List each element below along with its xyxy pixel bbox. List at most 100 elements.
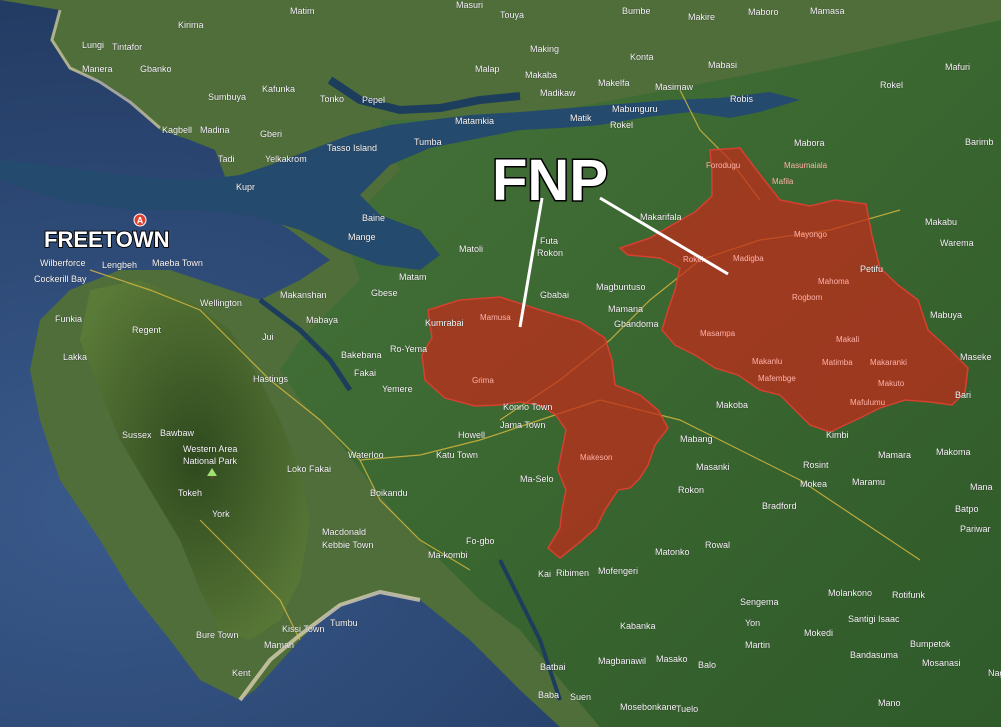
place-label: Lungi — [82, 40, 104, 50]
place-label: Mange — [348, 232, 376, 242]
place-label: Nag — [988, 668, 1001, 678]
place-label: Matoli — [459, 244, 483, 254]
place-label: Matim — [290, 6, 315, 16]
place-label: Katu Town — [436, 450, 478, 460]
place-label: Mabuya — [930, 310, 962, 320]
place-label: Matam — [399, 272, 427, 282]
place-label: Ribimen — [556, 568, 589, 578]
place-label: Hastings — [253, 374, 289, 384]
place-label: Bradford — [762, 501, 797, 511]
place-label: Mabaya — [306, 315, 338, 325]
beach-lungi — [50, 9, 161, 130]
place-label: Gbandoma — [614, 319, 659, 329]
place-label: Masimaw — [655, 82, 694, 92]
place-label: Makire — [688, 12, 715, 22]
place-label: Masanki — [696, 462, 730, 472]
place-label: Kupr — [236, 182, 255, 192]
place-label: Kirima — [178, 20, 204, 30]
place-label: Rotifunk — [892, 590, 926, 600]
place-label: Regent — [132, 325, 162, 335]
place-label: Gbabai — [540, 290, 569, 300]
place-label: Mabang — [680, 434, 713, 444]
place-label: Masumaiala — [784, 161, 828, 170]
marker-pin — [133, 213, 147, 227]
place-label: Mamara — [878, 450, 911, 460]
place-label: Makanlu — [752, 357, 782, 366]
place-label: Mosebonkane — [620, 702, 677, 712]
place-label: Santigi Isaac — [848, 614, 900, 624]
place-label: Wilberforce — [40, 258, 86, 268]
place-label: Yemere — [382, 384, 413, 394]
place-label: Tonko — [320, 94, 344, 104]
place-label: Matik — [570, 113, 592, 123]
place-label: Baine — [362, 213, 385, 223]
place-label: Mokedi — [804, 628, 833, 638]
place-label: Waterloo — [348, 450, 384, 460]
place-label: Kai — [538, 569, 551, 579]
place-label: Loko Fakai — [287, 464, 331, 474]
place-label: Tintafor — [112, 42, 142, 52]
place-label: Makaba — [525, 70, 557, 80]
place-label: Yon — [745, 618, 760, 628]
place-label: Kebbie Town — [322, 540, 373, 550]
place-label: Rowal — [705, 540, 730, 550]
place-label: Gbanko — [140, 64, 172, 74]
place-label: Konno Town — [503, 402, 552, 412]
place-label: Fakai — [354, 368, 376, 378]
place-label: Tuelo — [676, 704, 698, 714]
place-label: Mafembge — [758, 374, 796, 383]
fnp-pointer-west — [518, 197, 544, 328]
place-label: Mamasa — [810, 6, 845, 16]
place-label: Jui — [262, 332, 274, 342]
place-label: Masako — [656, 654, 688, 664]
place-label: Futa — [540, 236, 558, 246]
place-label: Malap — [475, 64, 500, 74]
freetown-marker[interactable]: A — [133, 213, 147, 227]
place-label: Mamana — [608, 304, 643, 314]
river-channel-2 — [258, 298, 353, 392]
place-label: Makoba — [716, 400, 748, 410]
place-label: Bure Town — [196, 630, 238, 640]
place-label: Makoma — [936, 447, 971, 457]
place-label: Grima — [472, 376, 494, 385]
place-label: Kumrabai — [425, 318, 464, 328]
place-label: Madigba — [733, 254, 764, 263]
place-label: Baba — [538, 690, 559, 700]
place-label: Martin — [745, 640, 770, 650]
place-label: Mafulumu — [850, 398, 885, 407]
place-label: Pepel — [362, 95, 385, 105]
fnp-pointer-east — [599, 196, 729, 276]
place-label: Rokel — [880, 80, 903, 90]
place-label: Rokel — [683, 255, 704, 264]
fnp-region-west[interactable] — [421, 296, 669, 559]
place-label: Balo — [698, 660, 716, 670]
place-label: Cockerill Bay — [34, 274, 87, 284]
marker-letter: A — [137, 216, 144, 226]
fnp-region-east[interactable] — [618, 147, 969, 433]
place-label: Konta — [630, 52, 654, 62]
place-label: Warema — [940, 238, 974, 248]
river-channel-3 — [498, 559, 562, 701]
place-label: Rosint — [803, 460, 829, 470]
place-label: Bandasuma — [850, 650, 898, 660]
place-label: Mahoma — [818, 277, 850, 286]
place-label: Mokea — [800, 479, 827, 489]
sierra-leone-river — [0, 92, 800, 270]
place-label: Sussex — [122, 430, 152, 440]
place-label: Tumbu — [330, 618, 358, 628]
place-label: Maramu — [852, 477, 885, 487]
place-label: Maseke — [960, 352, 992, 362]
place-label: Tokeh — [178, 488, 202, 498]
place-label: Gberi — [260, 129, 282, 139]
place-label: Kimbi — [826, 430, 849, 440]
place-label: Kissi Town — [282, 624, 324, 634]
place-label: Mana — [970, 482, 993, 492]
place-label: Matamkia — [455, 116, 494, 126]
place-label: Bawbaw — [160, 428, 195, 438]
place-label: Rokon — [678, 485, 704, 495]
place-label: Maboro — [748, 7, 779, 17]
place-label: Kent — [232, 668, 251, 678]
place-label: Mabunguru — [612, 104, 658, 114]
